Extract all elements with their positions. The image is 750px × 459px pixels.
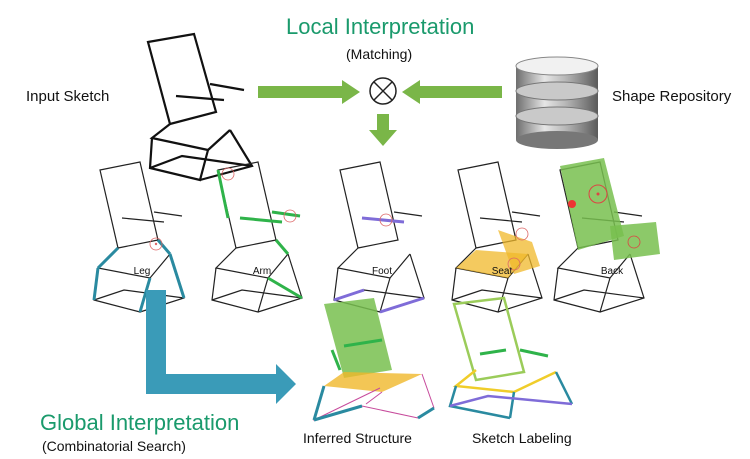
- arrow-match-down: [369, 114, 397, 146]
- shape-repository-label: Shape Repository: [612, 88, 732, 105]
- matching-subtitle: (Matching): [346, 46, 413, 62]
- global-interpretation-title: Global Interpretation: [40, 410, 240, 435]
- input-sketch-label: Input Sketch: [26, 88, 110, 105]
- chair-leg: [92, 161, 186, 313]
- part-label-back: Back: [600, 266, 624, 277]
- database-icon: [515, 56, 599, 149]
- chair-arm: [211, 161, 303, 313]
- arrow-input-to-match: [258, 80, 360, 104]
- part-label-arm: Arm: [252, 266, 272, 277]
- input-sketch-chair: [146, 32, 254, 182]
- sketch-labeling-label: Sketch Labeling: [472, 430, 572, 446]
- local-interpretation-title: Local Interpretation: [286, 14, 475, 39]
- part-label-leg: Leg: [133, 266, 151, 277]
- chair-seat: [451, 161, 543, 313]
- arrow-repo-to-match: [402, 80, 502, 104]
- part-label-seat: Seat: [491, 266, 513, 277]
- part-label-foot: Foot: [371, 266, 392, 277]
- chair-foot: [333, 161, 425, 314]
- chair-back: [553, 158, 660, 313]
- combinatorial-search-subtitle: (Combinatorial Search): [42, 438, 186, 454]
- inferred-structure-label: Inferred Structure: [303, 430, 412, 446]
- sketch-labeling-chair: [448, 296, 574, 420]
- arrow-global-search: [146, 290, 296, 404]
- inferred-structure-chair: [312, 298, 435, 422]
- match-operator-icon: [369, 77, 397, 105]
